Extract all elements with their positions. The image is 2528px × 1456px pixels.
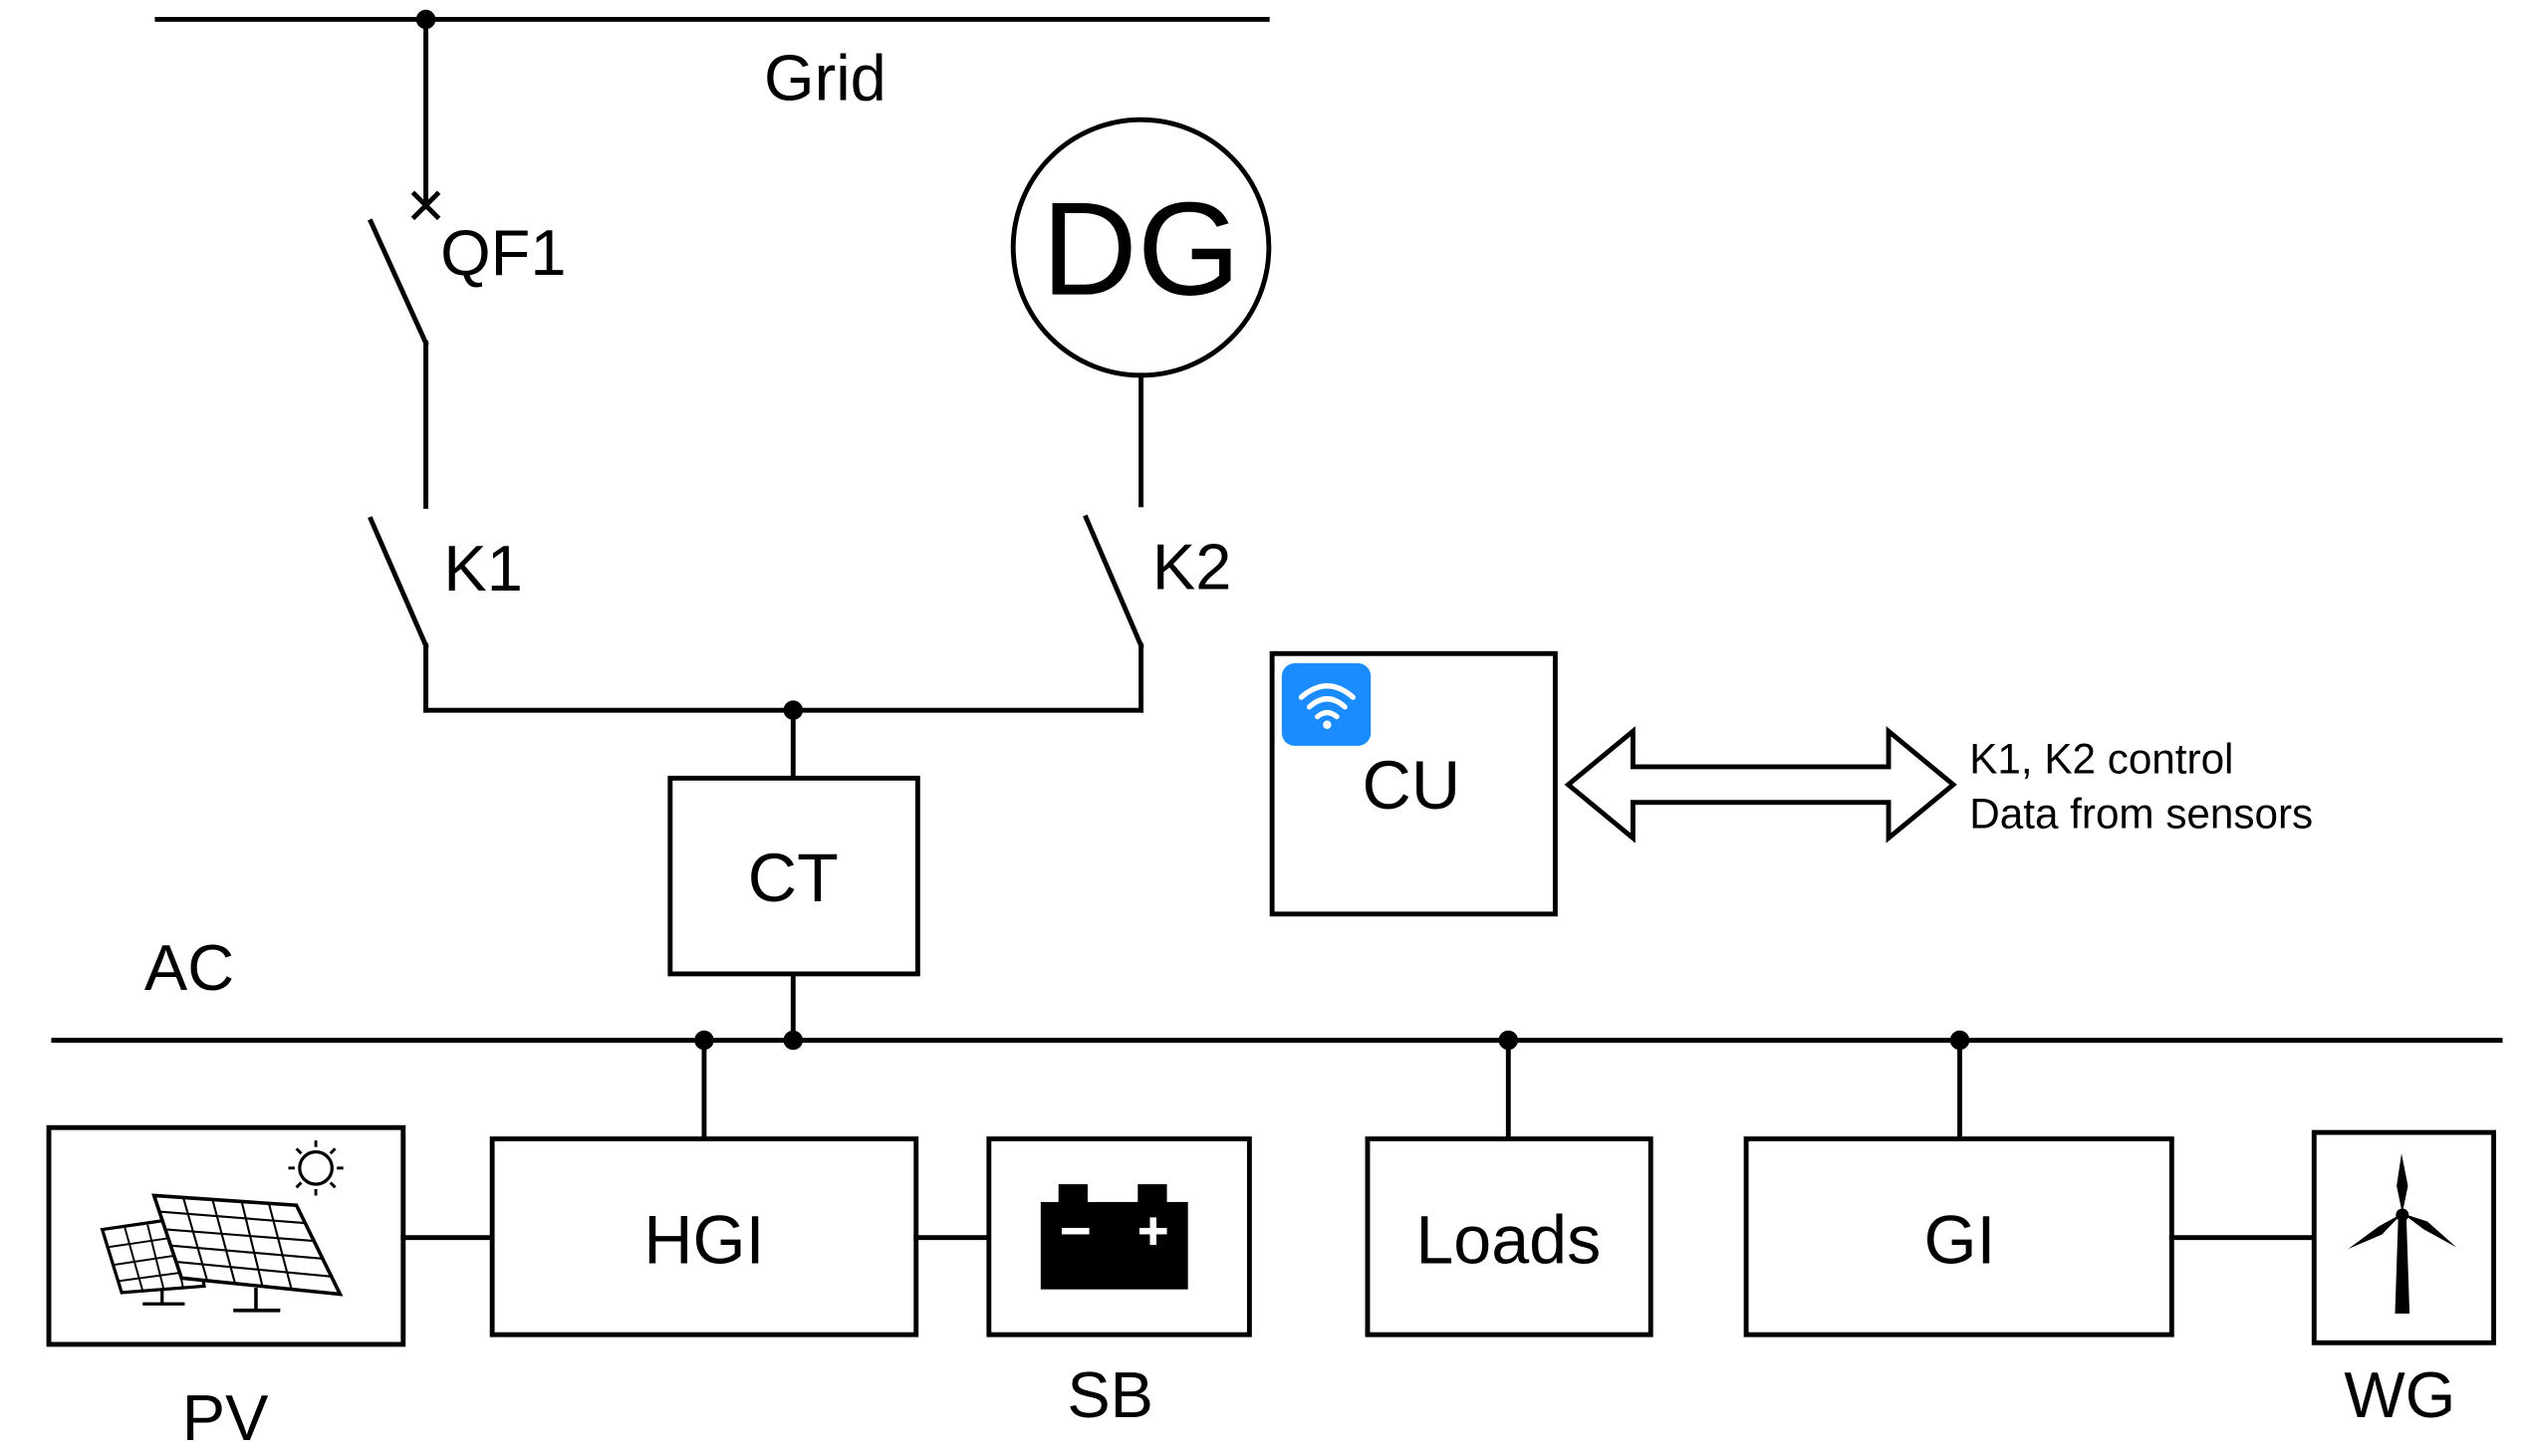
- k2-contactor: [1083, 514, 1144, 713]
- sb-label: SB: [1067, 1358, 1153, 1431]
- loads-label: Loads: [1415, 1203, 1601, 1279]
- hgi-label: HGI: [643, 1203, 764, 1279]
- k1-switch-blade: [368, 516, 429, 649]
- control-note-line1: K1, K2 control: [1969, 735, 2233, 782]
- grid-label: Grid: [764, 42, 886, 115]
- cu-label: CU: [1363, 748, 1461, 824]
- ac-node-ct: [783, 1030, 804, 1051]
- wind-turbine-icon: [2348, 1153, 2457, 1315]
- ct-label: CT: [748, 841, 839, 916]
- ct-box: [667, 775, 920, 977]
- qf1-switch-blade: [368, 218, 429, 347]
- pv-label: PV: [182, 1381, 269, 1454]
- control-note-line2: Data from sensors: [1969, 791, 2313, 838]
- qf1-breaker: [368, 190, 441, 509]
- hgi-box: [489, 1136, 919, 1337]
- gi-label: GI: [1923, 1203, 1995, 1279]
- ac-bus-label: AC: [144, 931, 234, 1004]
- control-double-arrow: [1564, 726, 1957, 844]
- k2-label: K2: [1152, 530, 1231, 603]
- wifi-icon: [1281, 663, 1372, 746]
- qf1-label: QF1: [440, 216, 566, 289]
- solar-panel-icon: [100, 1140, 344, 1313]
- loads-box: [1365, 1136, 1653, 1337]
- gi-box: [1743, 1136, 2174, 1337]
- k1-contactor: [368, 516, 429, 713]
- k1-label: K1: [443, 532, 522, 605]
- battery-icon: [1040, 1184, 1188, 1290]
- wg-label: WG: [2344, 1358, 2455, 1431]
- dg-label: DG: [1042, 175, 1241, 324]
- k2-switch-blade: [1083, 514, 1144, 649]
